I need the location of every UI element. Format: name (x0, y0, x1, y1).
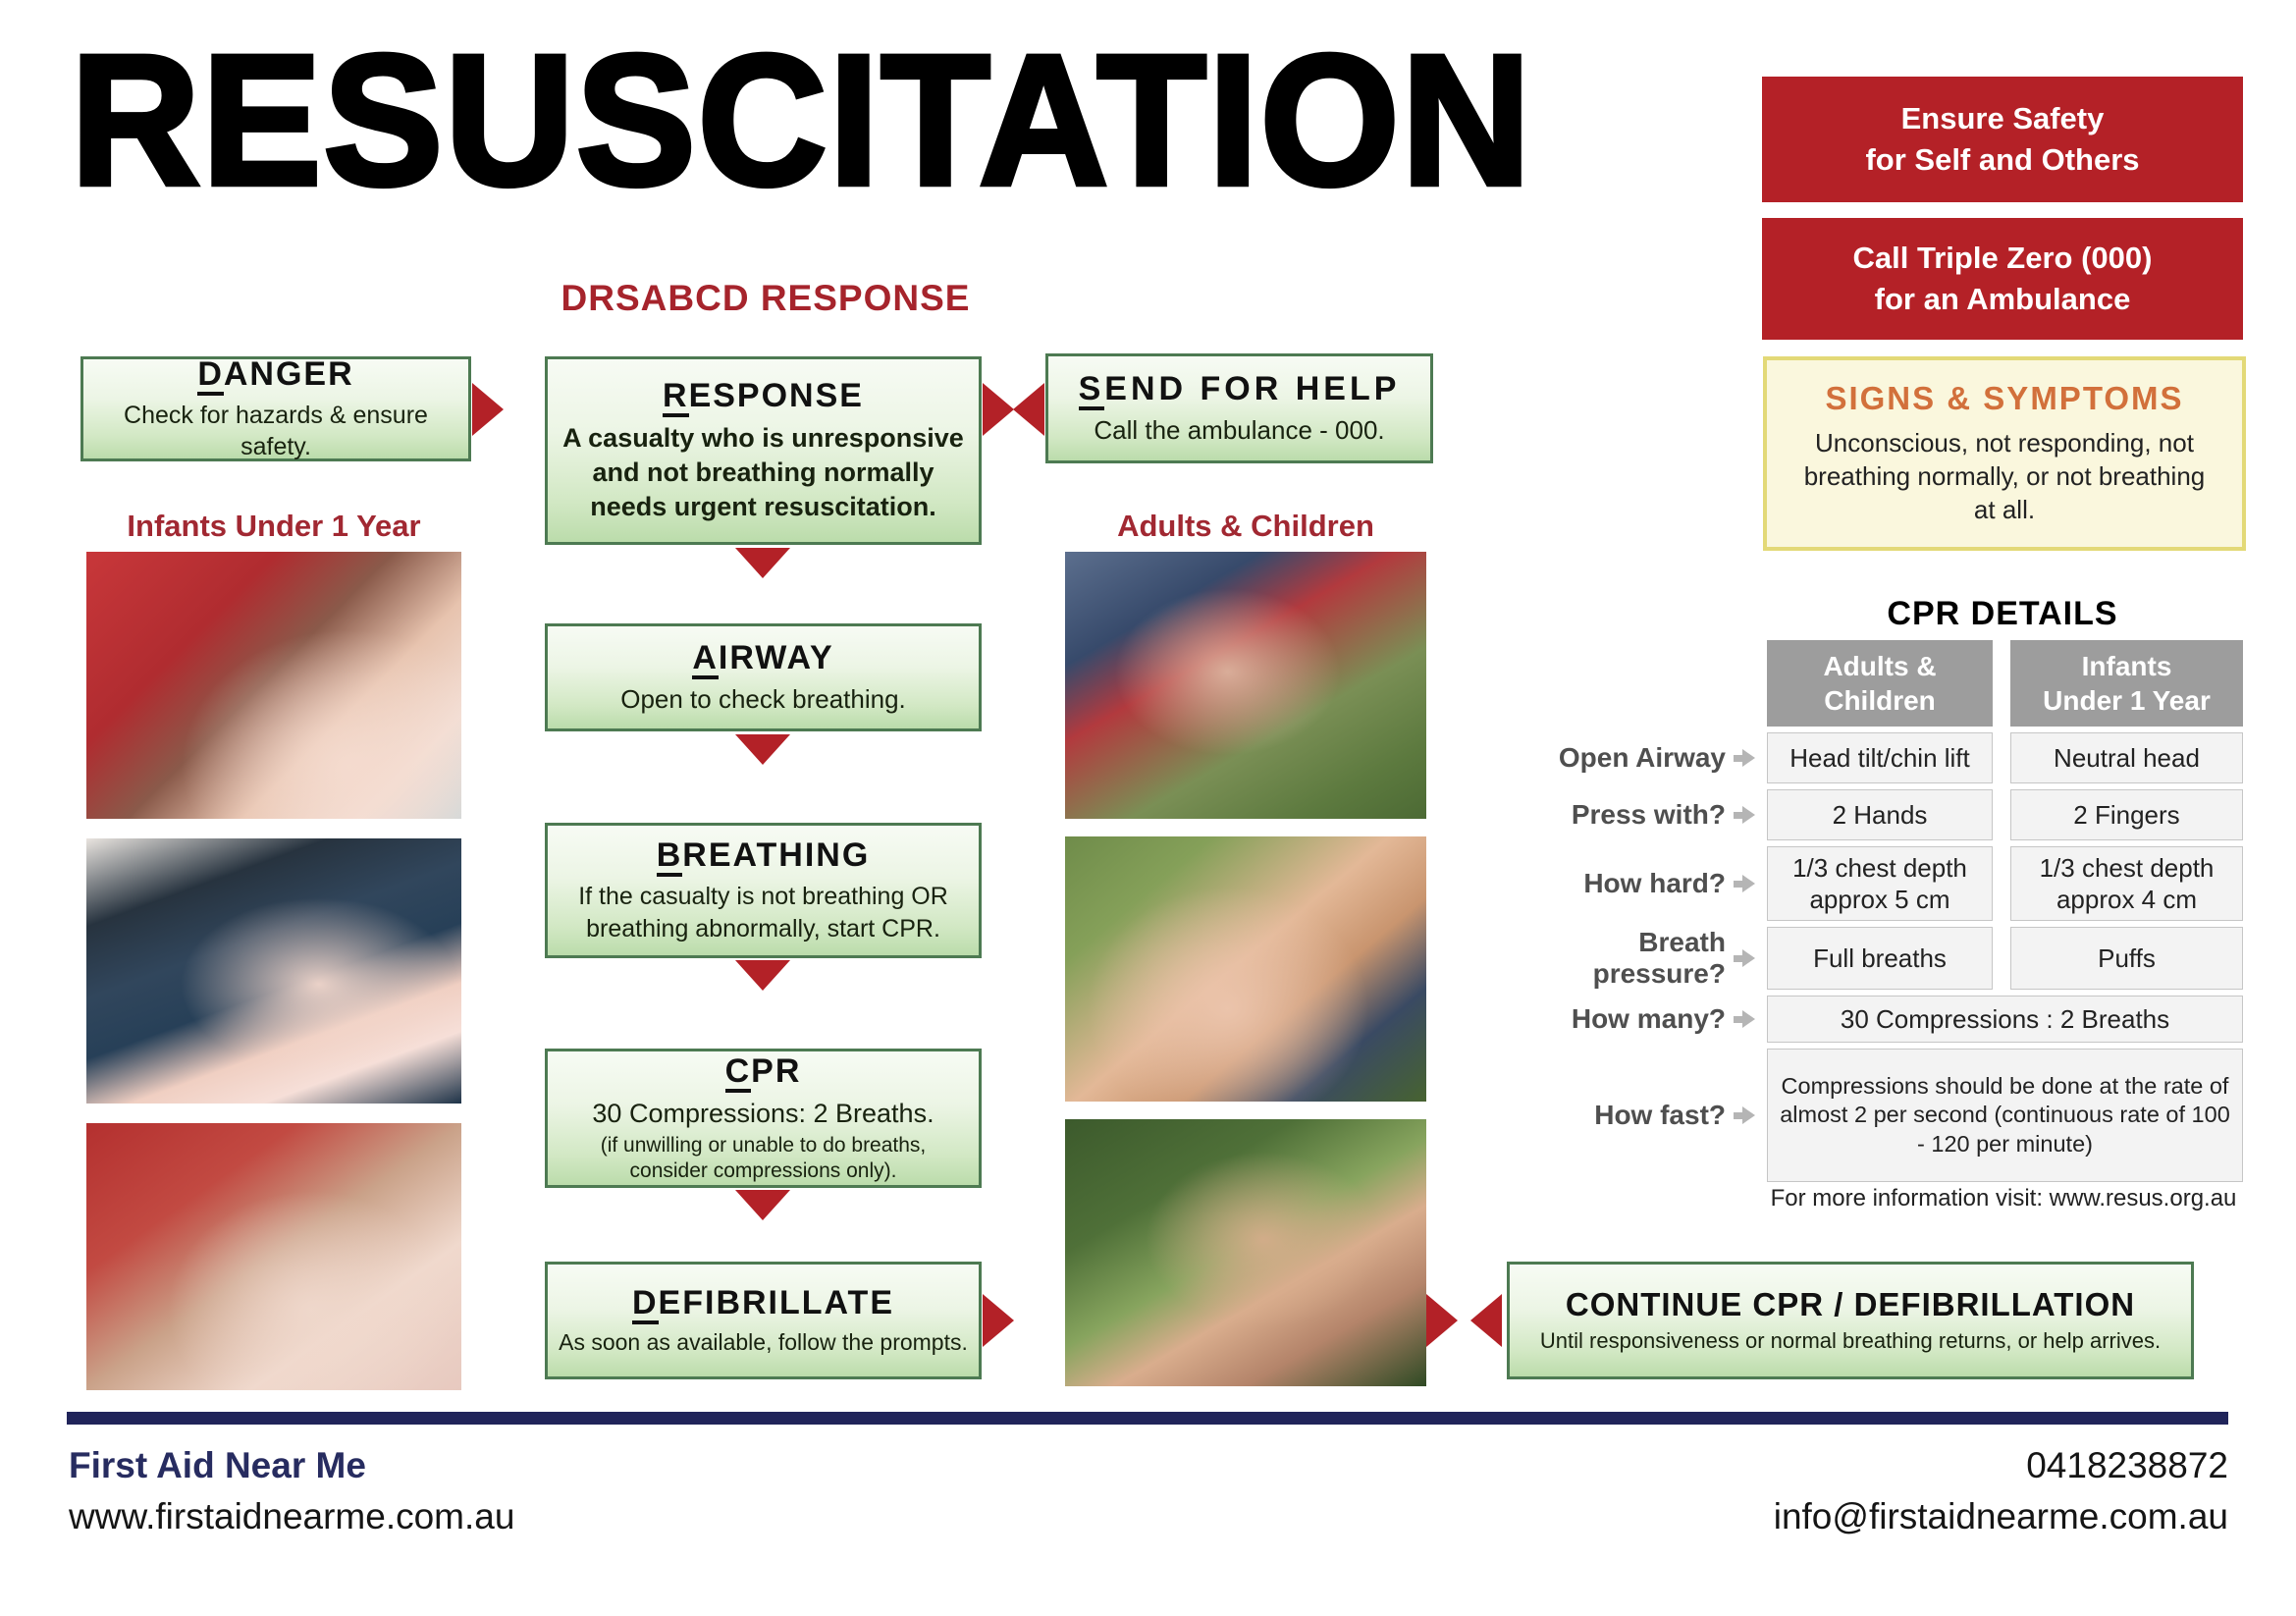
alert-line: Call Triple Zero (000) (1852, 241, 2153, 276)
step-body: A casualty who is unresponsive and not b… (562, 422, 964, 522)
cell-how-fast: Compressions should be done at the rate … (1767, 1049, 2243, 1182)
cell-open-airway-infants: Neutral head (2010, 732, 2243, 783)
step-note: (if unwilling or unable to do breaths, c… (600, 1133, 927, 1183)
row-label-breath-pressure: Breath pressure? (1517, 927, 1767, 990)
cpr-details-table: Adults & Children Infants Under 1 Year O… (1517, 640, 2243, 1182)
footer-website: www.firstaidnearme.com.au (69, 1496, 515, 1536)
signs-symptoms-box: SIGNS & SYMPTOMS Unconscious, not respon… (1763, 356, 2246, 551)
row-label-how-many: How many? (1517, 996, 1767, 1043)
flow-box-continue-cpr: CONTINUE CPR / DEFIBRILLATION Until resp… (1507, 1262, 2194, 1379)
gray-arrow-icon (1734, 811, 1742, 819)
alert-line: for an Ambulance (1874, 282, 2131, 316)
step-body: Open to check breathing. (620, 683, 906, 714)
gray-arrow-icon (1734, 954, 1742, 962)
flow-box-airway: AIRWAY Open to check breathing. (545, 623, 982, 731)
arrow-down-icon (735, 548, 790, 578)
signs-symptoms-title: SIGNS & SYMPTOMS (1825, 380, 2184, 417)
footer-brand: First Aid Near Me (69, 1445, 366, 1485)
arrow-right-icon (1426, 1294, 1458, 1347)
arrow-down-icon (735, 960, 790, 991)
alert-line: for Self and Others (1865, 142, 2140, 177)
step-title: AIRWAY (692, 639, 833, 679)
cell-breath-pressure-infants: Puffs (2010, 927, 2243, 990)
gray-arrow-icon (1734, 880, 1742, 888)
footer-email: info@firstaidnearme.com.au (1773, 1496, 2228, 1536)
cell-open-airway-adults: Head tilt/chin lift (1767, 732, 1993, 783)
flow-box-send-for-help: SEND FOR HELP Call the ambulance - 000. (1045, 353, 1433, 463)
step-title: SEND FOR HELP (1078, 370, 1401, 410)
flow-box-breathing: BREATHING If the casualty is not breathi… (545, 823, 982, 958)
photo-adult-chest-compressions (1065, 836, 1426, 1102)
step-title: CPR (724, 1052, 802, 1093)
gray-arrow-icon (1734, 1111, 1742, 1119)
flow-box-danger: DANGER Check for hazards & ensure safety… (80, 355, 471, 461)
step-title: DANGER (197, 355, 353, 396)
footer-divider (67, 1412, 2228, 1425)
cell-how-hard-infants: 1/3 chest depth approx 4 cm (2010, 846, 2243, 921)
step-body: Check for hazards & ensure safety. (124, 401, 428, 461)
row-label-how-fast: How fast? (1517, 1049, 1767, 1182)
arrow-down-icon (735, 734, 790, 765)
step-title: DEFIBRILLATE (631, 1284, 894, 1324)
cell-breath-pressure-adults: Full breaths (1767, 927, 1993, 990)
arrow-left-icon (1013, 383, 1044, 436)
continue-body: Until responsiveness or normal breathing… (1539, 1327, 2162, 1353)
arrow-right-icon (983, 383, 1014, 436)
step-title: RESPONSE (663, 377, 864, 417)
adults-section-label: Adults & Children (1117, 509, 1374, 543)
photo-infant-rescue-breaths (86, 1123, 461, 1390)
row-label-open-airway: Open Airway (1517, 732, 1767, 783)
flow-box-cpr: CPR 30 Compressions: 2 Breaths. (if unwi… (545, 1049, 982, 1188)
photo-infant-cpr-check (86, 552, 461, 819)
cell-how-many: 30 Compressions : 2 Breaths (1767, 996, 2243, 1043)
row-label-how-hard: How hard? (1517, 846, 1767, 921)
alert-call-triple-zero: Call Triple Zero (000) for an Ambulance (1762, 218, 2243, 340)
photo-adult-rescue-breaths (1065, 1119, 1426, 1386)
photo-infant-two-finger-compressions (86, 838, 461, 1104)
continue-title: CONTINUE CPR / DEFIBRILLATION (1565, 1285, 2136, 1322)
drsabcd-subtitle: DRSABCD RESPONSE (561, 278, 971, 318)
signs-symptoms-body: Unconscious, not responding, not breathi… (1803, 428, 2206, 524)
cell-press-with-adults: 2 Hands (1767, 789, 1993, 840)
gray-arrow-icon (1734, 754, 1742, 762)
flow-box-defibrillate: DEFIBRILLATE As soon as available, follo… (545, 1262, 982, 1379)
gray-arrow-icon (1734, 1015, 1742, 1023)
cell-press-with-infants: 2 Fingers (2010, 789, 2243, 840)
arrow-right-icon (983, 1294, 1014, 1347)
flow-box-response: RESPONSE A casualty who is unresponsive … (545, 356, 982, 545)
alert-line: Ensure Safety (1900, 101, 2105, 136)
step-body: As soon as available, follow the prompts… (559, 1328, 968, 1355)
arrow-left-icon (1470, 1294, 1502, 1347)
step-title: BREATHING (656, 836, 871, 877)
infants-section-label: Infants Under 1 Year (127, 509, 421, 543)
more-info-note: For more information visit: www.resus.or… (1770, 1185, 2237, 1212)
arrow-down-icon (735, 1190, 790, 1220)
step-body: 30 Compressions: 2 Breaths. (592, 1098, 934, 1128)
cpr-details-title: CPR DETAILS (1887, 595, 2118, 632)
cell-how-hard-adults: 1/3 chest depth approx 5 cm (1767, 846, 1993, 921)
page-title: RESUSCITATION (68, 17, 1533, 225)
row-label-press-with: Press with? (1517, 789, 1767, 840)
photo-adult-response-check (1065, 552, 1426, 819)
arrow-right-icon (472, 383, 504, 436)
step-body: Call the ambulance - 000. (1094, 414, 1385, 445)
step-body: If the casualty is not breathing OR brea… (578, 883, 948, 943)
footer-phone: 0418238872 (2026, 1445, 2228, 1485)
alert-ensure-safety: Ensure Safety for Self and Others (1762, 77, 2243, 202)
column-header-adults: Adults & Children (1767, 640, 1993, 727)
column-header-infants: Infants Under 1 Year (2010, 640, 2243, 727)
